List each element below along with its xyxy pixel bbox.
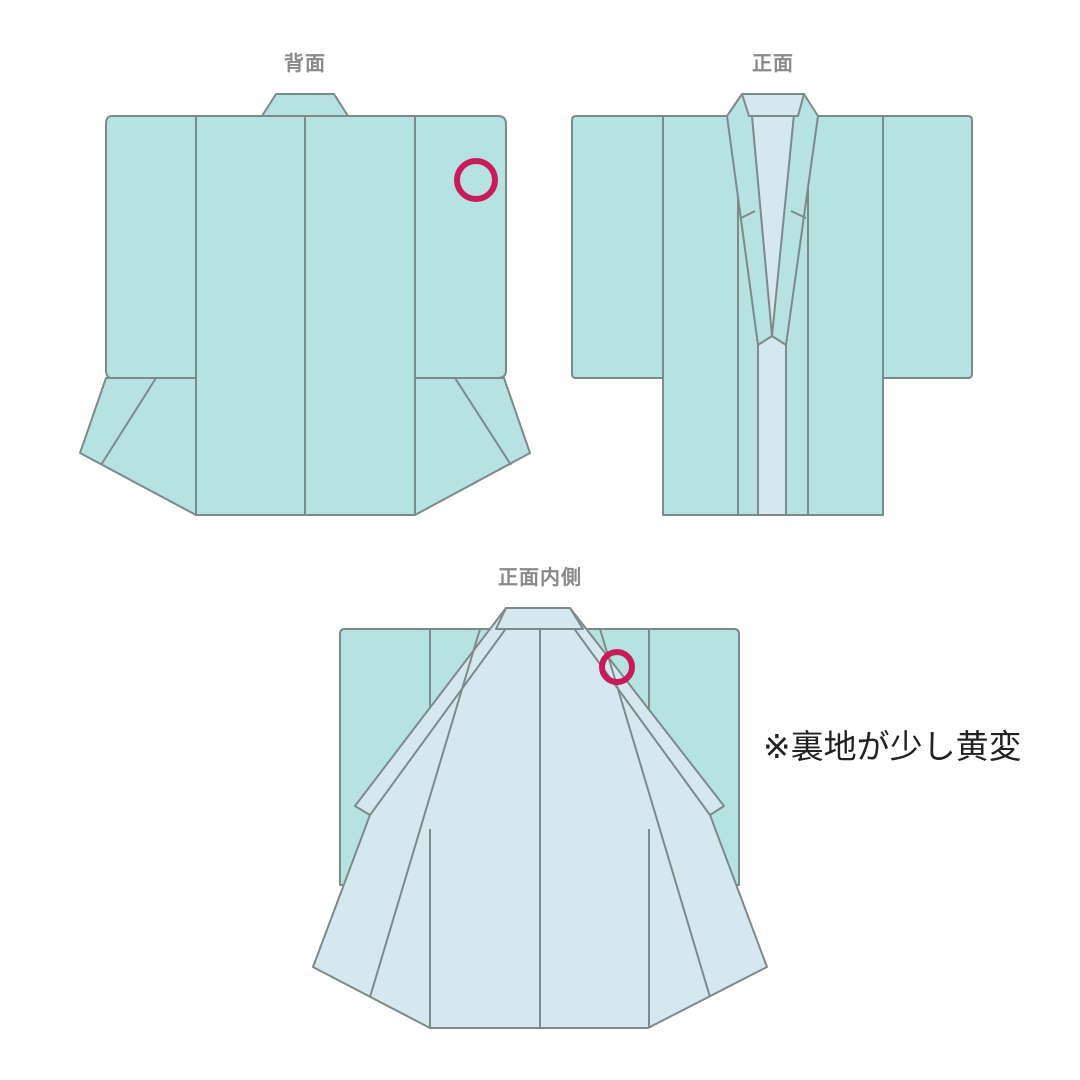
lining-yellowing-note: ※裏地が少し黄変: [763, 727, 1022, 766]
front-view-label: 正面: [752, 51, 794, 75]
front-right-sleeve: [882, 115, 973, 379]
front-view-garment: [571, 93, 973, 516]
back-collar: [261, 93, 349, 117]
back-stain-marker: [454, 158, 498, 202]
front-inside-view-label: 正面内側: [498, 565, 582, 589]
inside-collar-top: [495, 607, 584, 630]
back-view-label: 背面: [284, 51, 326, 75]
back-view-garment: [79, 93, 531, 516]
inside-stain-marker: [599, 649, 635, 685]
front-back-collar: [741, 93, 805, 117]
front-left-sleeve: [571, 115, 664, 379]
front-inside-view-garment: [312, 607, 768, 1029]
